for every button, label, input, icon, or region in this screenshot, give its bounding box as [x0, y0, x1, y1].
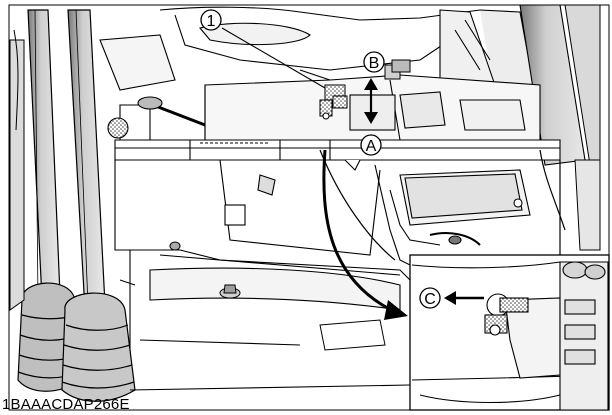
- horizontal-rail: [114, 139, 561, 161]
- floor-fittings: [119, 241, 386, 351]
- callout-position-c-label: C: [424, 291, 436, 308]
- floor-edge: [129, 339, 411, 391]
- harness-cables: [319, 149, 566, 261]
- arrow-b-a: [364, 78, 378, 124]
- right-lever: [61, 9, 136, 402]
- callout-position-b: B: [363, 51, 385, 73]
- callout-part-1: 1: [200, 9, 222, 31]
- callout-position-c: C: [419, 287, 441, 309]
- right-cabin-pillar: [519, 4, 601, 251]
- switch-part-1: [319, 59, 411, 120]
- callout-position-a: A: [360, 134, 382, 156]
- left-cabin-pillar: [9, 39, 25, 311]
- detail-arrow: [322, 149, 408, 320]
- figure-code: 1BAAACDAP266E: [2, 396, 130, 413]
- callout-part-1-label: 1: [207, 13, 216, 30]
- callout-position-a-label: A: [366, 138, 377, 155]
- left-wall-lever: [107, 96, 206, 141]
- callout-position-b-label: B: [369, 55, 380, 72]
- fuse-box: [374, 164, 531, 271]
- leader-line-part-1: [221, 27, 326, 89]
- inset-detail: [409, 254, 610, 411]
